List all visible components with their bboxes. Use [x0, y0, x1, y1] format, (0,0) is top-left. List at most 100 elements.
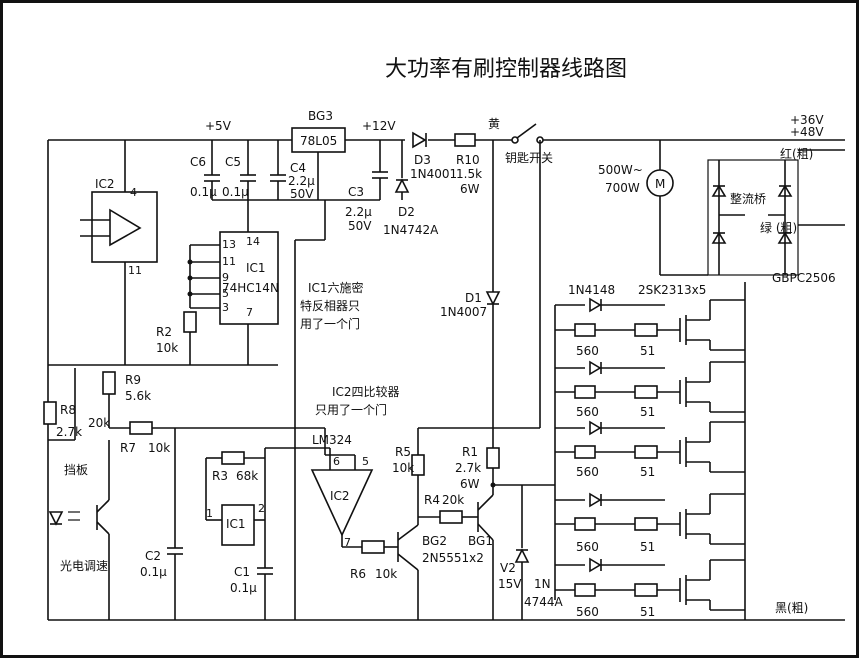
green-thick-label: 绿 (粗)	[760, 220, 797, 235]
junction	[490, 482, 496, 488]
ic2-note1: IC2四比较器	[332, 384, 400, 399]
d-fb-label: 1N4148	[568, 283, 615, 297]
r560-label: 560	[576, 540, 599, 554]
ic1-label: IC1	[246, 261, 266, 275]
ic1-inverter	[221, 504, 255, 546]
resistor-r9	[102, 371, 116, 395]
r6-value: 10k	[375, 567, 397, 581]
d2-type: 1N4742A	[383, 223, 439, 237]
motor-label: M	[655, 177, 665, 191]
capacitor-c1	[257, 520, 273, 620]
r1-value2: 6W	[460, 477, 480, 491]
c6-label: C6	[190, 155, 206, 169]
ic1-pin14: 14	[246, 235, 260, 248]
op-pin6: 6	[333, 455, 340, 468]
plus5v-label: +5V	[205, 119, 232, 133]
r51-label: 51	[640, 540, 655, 554]
ic2-label: IC2	[95, 177, 115, 191]
op-pin7: 7	[344, 536, 351, 549]
r51-label: 51	[640, 344, 655, 358]
r9-value: 5.6k	[125, 389, 151, 403]
top-rail	[47, 139, 845, 620]
diode-d1	[485, 291, 501, 306]
c5-label: C5	[225, 155, 241, 169]
ic1-note2: 特反相器只	[300, 298, 360, 313]
c4-value2: 50V	[290, 187, 314, 201]
r9-label: R9	[125, 373, 141, 387]
r5-label: R5	[395, 445, 411, 459]
mosfet-stage	[555, 420, 745, 473]
ic1-pin5: 5	[222, 287, 229, 300]
r3-label: R3	[212, 469, 228, 483]
r51-label: 51	[640, 405, 655, 419]
mosfet-stage	[555, 297, 745, 351]
baffle-label: 挡板	[64, 463, 88, 477]
mosfet-stage	[555, 360, 745, 413]
c2-label: C2	[145, 549, 161, 563]
zener-v2	[514, 485, 530, 620]
motor-power2: 700W	[605, 181, 640, 195]
d3-label: D3	[414, 153, 431, 167]
bg3-label: BG3	[308, 109, 333, 123]
c4-label: C4	[290, 161, 306, 175]
resistor-r8	[43, 401, 57, 425]
c2-value: 0.1μ	[140, 565, 167, 579]
r560-label: 560	[576, 344, 599, 358]
c6-value: 0.1μ	[190, 185, 217, 199]
diode-d3	[412, 131, 427, 149]
yellow-label: 黄	[488, 117, 500, 131]
c1-label: C1	[234, 565, 250, 579]
op-pin5: 5	[362, 455, 369, 468]
mosfet-stage	[555, 557, 745, 611]
v2-label: V2	[500, 561, 516, 575]
pin1-label: 1	[206, 507, 213, 520]
resistor-r4	[439, 510, 463, 524]
c3-label: C3	[348, 185, 364, 199]
resistor-r1	[486, 447, 500, 469]
d1-label: D1	[465, 291, 482, 305]
r4-value: 20k	[442, 493, 464, 507]
capacitor-c4	[270, 140, 286, 200]
mosfet-label: 2SK2313x5	[638, 283, 706, 297]
photo-speed-label: 光电调速	[60, 559, 108, 573]
key-switch	[511, 123, 544, 144]
r8-label: R8	[60, 403, 76, 417]
transistor-bg2	[397, 520, 419, 620]
ic1-input-pins	[187, 244, 220, 309]
ic1-74hc14n	[219, 231, 279, 325]
zener-type1: 1N	[534, 577, 551, 591]
r8-value: 2.7k	[56, 425, 82, 439]
v2-value: 15V	[498, 577, 522, 591]
opamp-lm324	[310, 428, 374, 548]
r51-label: 51	[640, 465, 655, 479]
zener-type2: 4744A	[524, 595, 564, 609]
ic1-pin11: 11	[222, 255, 236, 268]
ic1-type: 74HC14N	[222, 281, 279, 295]
ic2-note2: 只用了一个门	[315, 402, 387, 417]
c1-value: 0.1μ	[230, 581, 257, 595]
bg2-type: 2N5551x2	[422, 551, 484, 565]
photo-interrupter	[48, 440, 110, 620]
resistor-r2	[183, 311, 197, 333]
d2-label: D2	[398, 205, 415, 219]
mosfet-stage	[555, 492, 745, 545]
r10-value1: 1.5k	[456, 167, 482, 181]
r1-label: R1	[462, 445, 478, 459]
d3-type: 1N4001	[410, 167, 457, 181]
lm324-label: LM324	[312, 433, 352, 447]
bg1-label: BG1	[468, 534, 493, 548]
r560-label: 560	[576, 405, 599, 419]
r3-value: 68k	[236, 469, 258, 483]
plus12v-label: +12V	[362, 119, 396, 133]
r10-value2: 6W	[460, 182, 480, 196]
r5-value: 10k	[392, 461, 414, 475]
ic1-pin7: 7	[246, 306, 253, 319]
pin2-label: 2	[258, 502, 265, 515]
plus48v-label: +48V	[790, 125, 824, 139]
capacitor-c2	[167, 428, 183, 620]
ic1-note3: 用了一个门	[300, 316, 360, 331]
ic1-pin9: 9	[222, 271, 229, 284]
r2-value: 10k	[156, 341, 178, 355]
